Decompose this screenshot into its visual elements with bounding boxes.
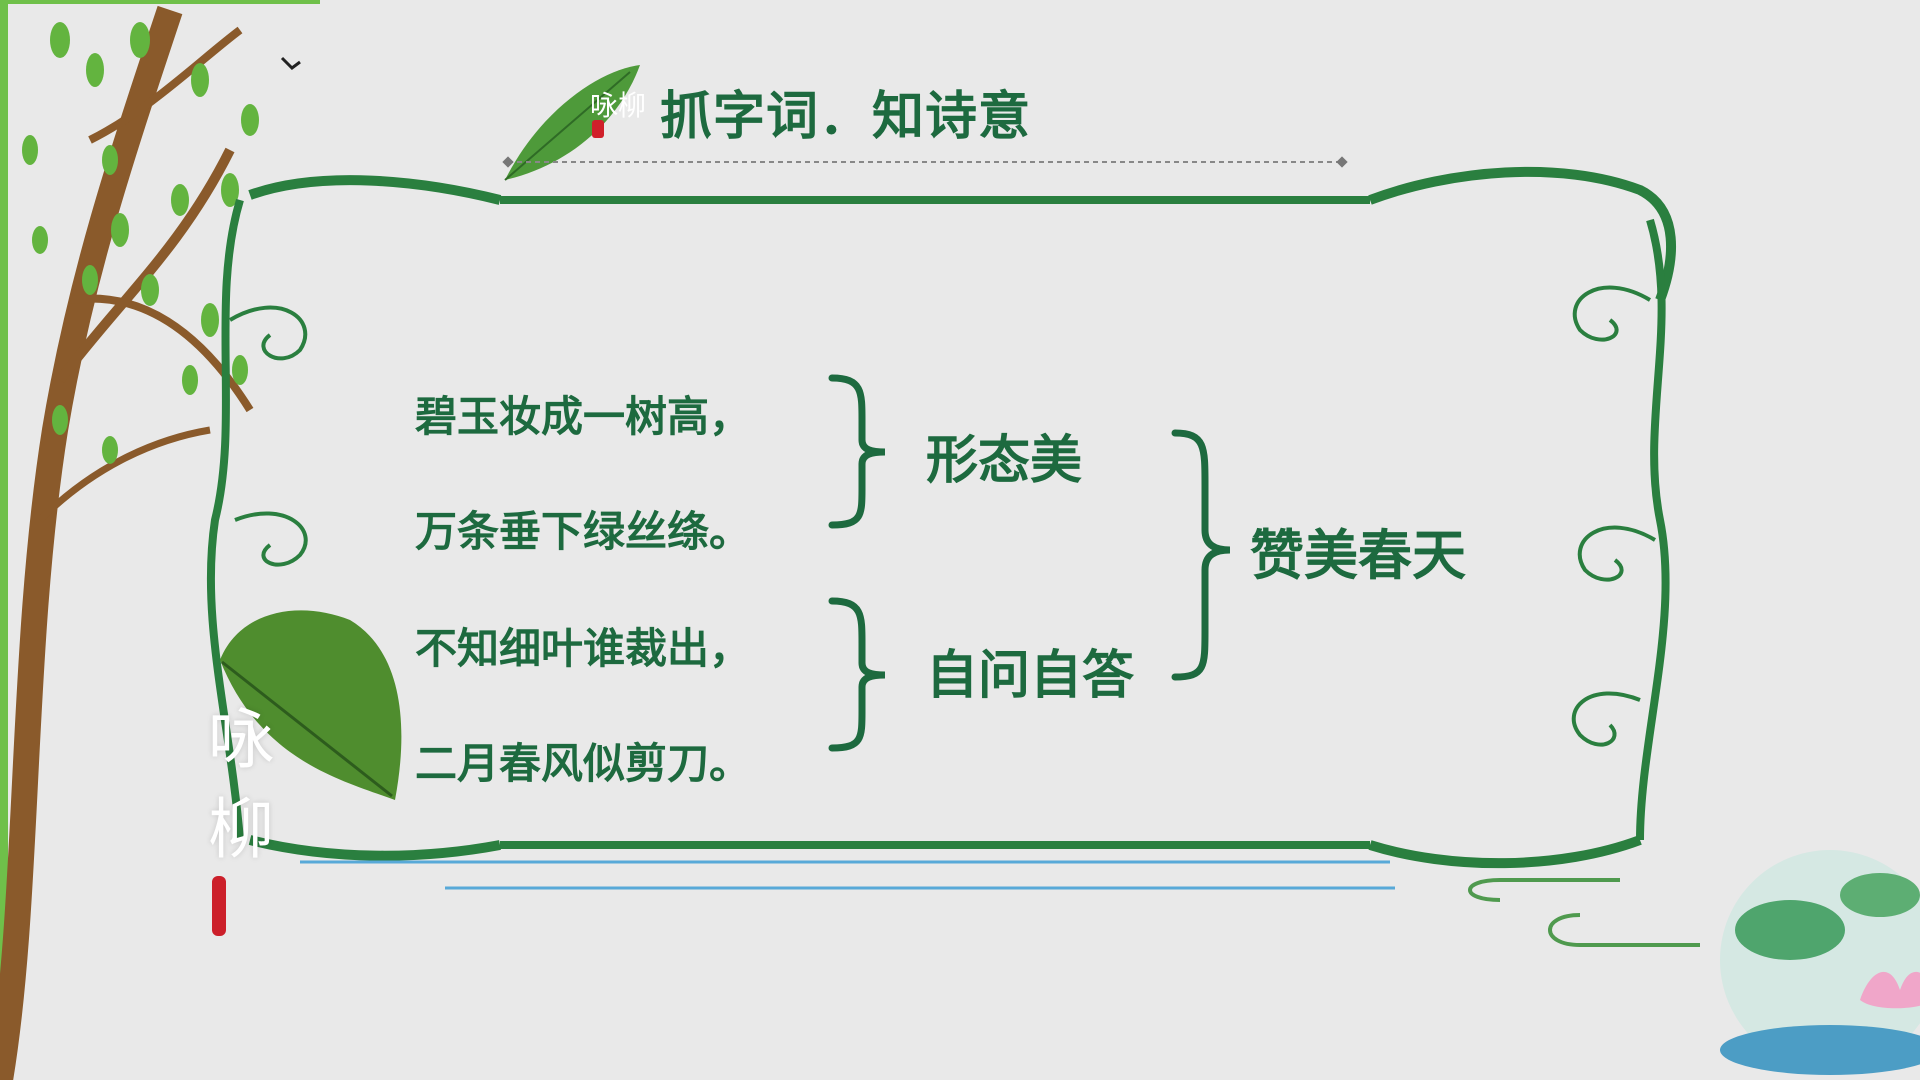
left-edge-bar [0,0,8,1080]
seal-stamp [592,120,604,138]
vine-frame [206,166,1677,869]
title-tag: 咏柳 [590,89,647,122]
poem-line-4: 二月春风似剪刀。 [415,739,752,788]
seal-stamp [212,876,226,936]
tree-branch [0,5,259,1080]
summary-label: 赞美春天 [1250,524,1466,587]
vertical-title: 咏 柳 [208,695,288,875]
group-label-form: 形态美 [926,431,1083,491]
lotus-decoration [1720,850,1920,1075]
bird-icon [280,56,301,70]
poem-line-1: 碧玉妆成一树高， [415,392,752,441]
page-title: 抓字词．知诗意 [660,87,1032,147]
poem-line-2: 万条垂下绿丝绦。 [415,507,752,556]
vertical-title-char: 柳 [208,791,274,868]
leaf-icon [220,610,402,800]
poem-line-3: 不知细叶谁裁出， [415,624,752,673]
group-label-qa: 自问自答 [926,646,1135,706]
cloud-swirl [1468,878,1700,947]
top-edge-bar [0,0,320,4]
brace-group [828,374,1231,752]
vertical-title-char: 咏 [208,701,274,778]
